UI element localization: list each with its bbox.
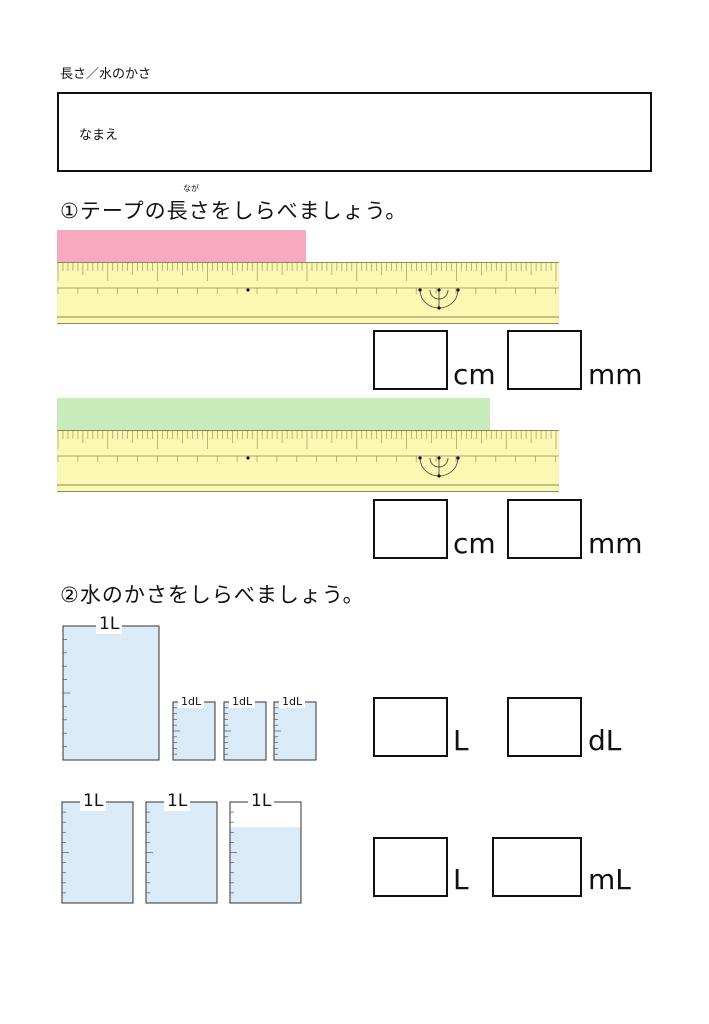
beaker-label-1l-b: 1L bbox=[164, 791, 191, 811]
beaker-label-dl-3: 1dL bbox=[279, 695, 306, 708]
unit-mm-2: mm bbox=[588, 527, 643, 560]
beaker-1l-a bbox=[61, 801, 134, 904]
ruby-naga: なが bbox=[183, 184, 199, 193]
beaker-label-1l-partial: 1L bbox=[248, 791, 275, 811]
beaker-label-1l-a: 1L bbox=[80, 791, 107, 811]
answer-box-mm-1[interactable] bbox=[507, 330, 582, 390]
ruler-1 bbox=[57, 262, 559, 324]
unit-mm-1: mm bbox=[588, 358, 643, 391]
beaker-1l-partial bbox=[229, 801, 302, 904]
answer-box-cm-2[interactable] bbox=[373, 499, 448, 559]
answer-box-dl[interactable] bbox=[507, 697, 582, 757]
ruler-2 bbox=[57, 430, 559, 492]
answer-box-l-1[interactable] bbox=[373, 697, 448, 757]
beaker-1l-b bbox=[145, 801, 218, 904]
name-label: なまえ bbox=[79, 128, 119, 143]
section2-heading: ②水のかさをしらべましょう。 bbox=[60, 583, 365, 607]
beaker-label-dl-2: 1dL bbox=[229, 695, 256, 708]
name-field[interactable]: なまえ bbox=[57, 92, 652, 172]
beaker-1l bbox=[62, 625, 160, 761]
unit-cm-2: cm bbox=[453, 527, 496, 560]
page-subtitle: 長さ／水のかさ bbox=[60, 67, 152, 82]
beaker-label-1l: 1L bbox=[96, 614, 123, 634]
beaker-dl-1 bbox=[172, 701, 216, 761]
section1-heading: ①テープの長さをしらべましょう。 bbox=[60, 199, 408, 223]
tape-pink bbox=[57, 230, 306, 264]
beaker-label-dl-1: 1dL bbox=[178, 695, 205, 708]
unit-l-1: L bbox=[453, 724, 469, 757]
beaker-dl-3 bbox=[273, 701, 317, 761]
unit-dl: dL bbox=[588, 724, 622, 757]
unit-ml: mL bbox=[588, 863, 631, 896]
unit-l-2: L bbox=[453, 863, 469, 896]
answer-box-l-2[interactable] bbox=[373, 837, 448, 897]
tape-green bbox=[57, 398, 490, 432]
beaker-dl-2 bbox=[223, 701, 267, 761]
answer-box-mm-2[interactable] bbox=[507, 499, 582, 559]
unit-cm-1: cm bbox=[453, 358, 496, 391]
answer-box-cm-1[interactable] bbox=[373, 330, 448, 390]
answer-box-ml[interactable] bbox=[492, 837, 582, 897]
